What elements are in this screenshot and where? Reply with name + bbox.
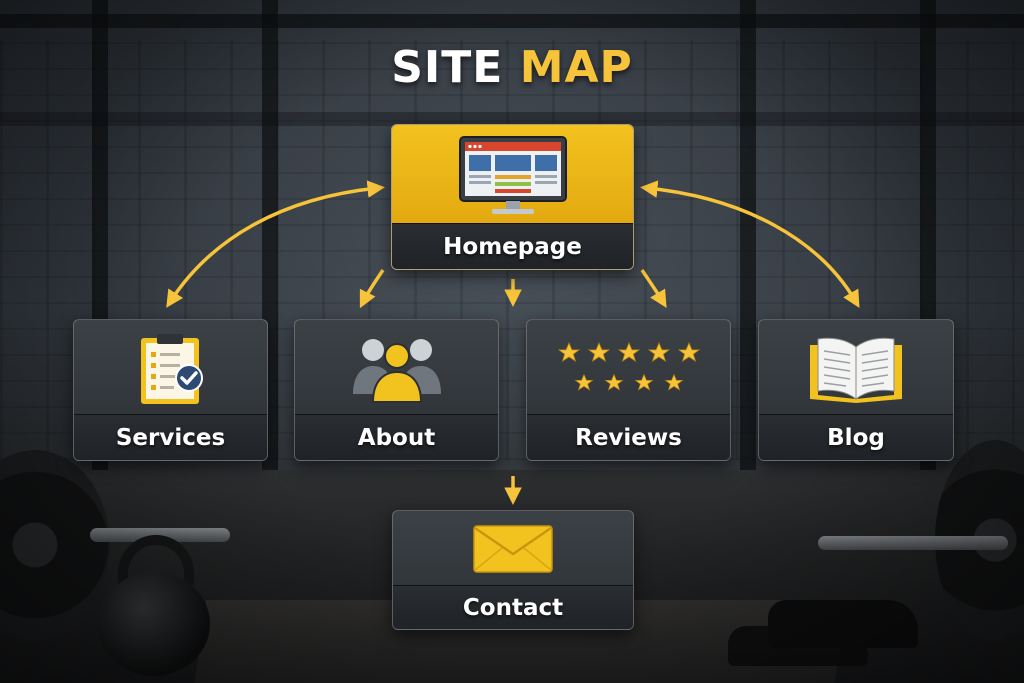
star-icon	[634, 374, 653, 391]
homepage-label: Homepage	[443, 233, 582, 260]
node-services[interactable]: Services	[73, 319, 268, 461]
node-contact[interactable]: Contact	[392, 510, 634, 630]
edge-homepage-blog	[640, 180, 860, 309]
monitor-webpage-icon	[458, 136, 567, 214]
about-label-bar: About	[295, 414, 498, 460]
reviews-label: Reviews	[575, 424, 682, 451]
about-icon-zone	[295, 320, 498, 416]
homepage-label-bar: Homepage	[392, 223, 633, 269]
star-icon	[648, 342, 669, 362]
services-label-bar: Services	[74, 414, 267, 460]
open-book-icon	[810, 337, 902, 403]
title-word-2: MAP	[519, 42, 633, 93]
envelope-icon	[473, 525, 553, 573]
blog-icon-zone	[759, 320, 953, 416]
star-icon	[588, 342, 609, 362]
star-icon	[678, 342, 699, 362]
star-icon	[558, 342, 579, 362]
services-icon-zone	[74, 320, 267, 416]
reviews-label-bar: Reviews	[527, 414, 730, 460]
reviews-icon-zone	[527, 320, 730, 416]
contact-label-bar: Contact	[393, 585, 633, 629]
clipboard-checklist-icon	[140, 334, 203, 404]
blog-label: Blog	[827, 424, 885, 451]
edge-homepage-about	[359, 269, 385, 309]
title-word-1: SITE	[391, 42, 504, 93]
star-icon	[604, 374, 623, 391]
star-icon	[574, 374, 593, 391]
five-stars-icon	[558, 342, 699, 391]
edge-homepage-services	[166, 180, 385, 308]
node-reviews[interactable]: Reviews	[526, 319, 731, 461]
homepage-icon-zone	[392, 125, 633, 225]
diagram-title: SITE MAP	[0, 42, 1024, 93]
about-label: About	[357, 424, 436, 451]
blog-label-bar: Blog	[759, 414, 953, 460]
node-homepage[interactable]: Homepage	[391, 124, 634, 270]
node-blog[interactable]: Blog	[758, 319, 954, 461]
edge-homepage-reviews	[640, 269, 667, 309]
people-group-icon	[352, 339, 441, 403]
contact-label: Contact	[462, 594, 564, 621]
node-about[interactable]: About	[294, 319, 499, 461]
star-icon	[618, 342, 639, 362]
contact-icon-zone	[393, 511, 633, 587]
star-icon	[664, 374, 683, 391]
services-label: Services	[115, 424, 226, 451]
